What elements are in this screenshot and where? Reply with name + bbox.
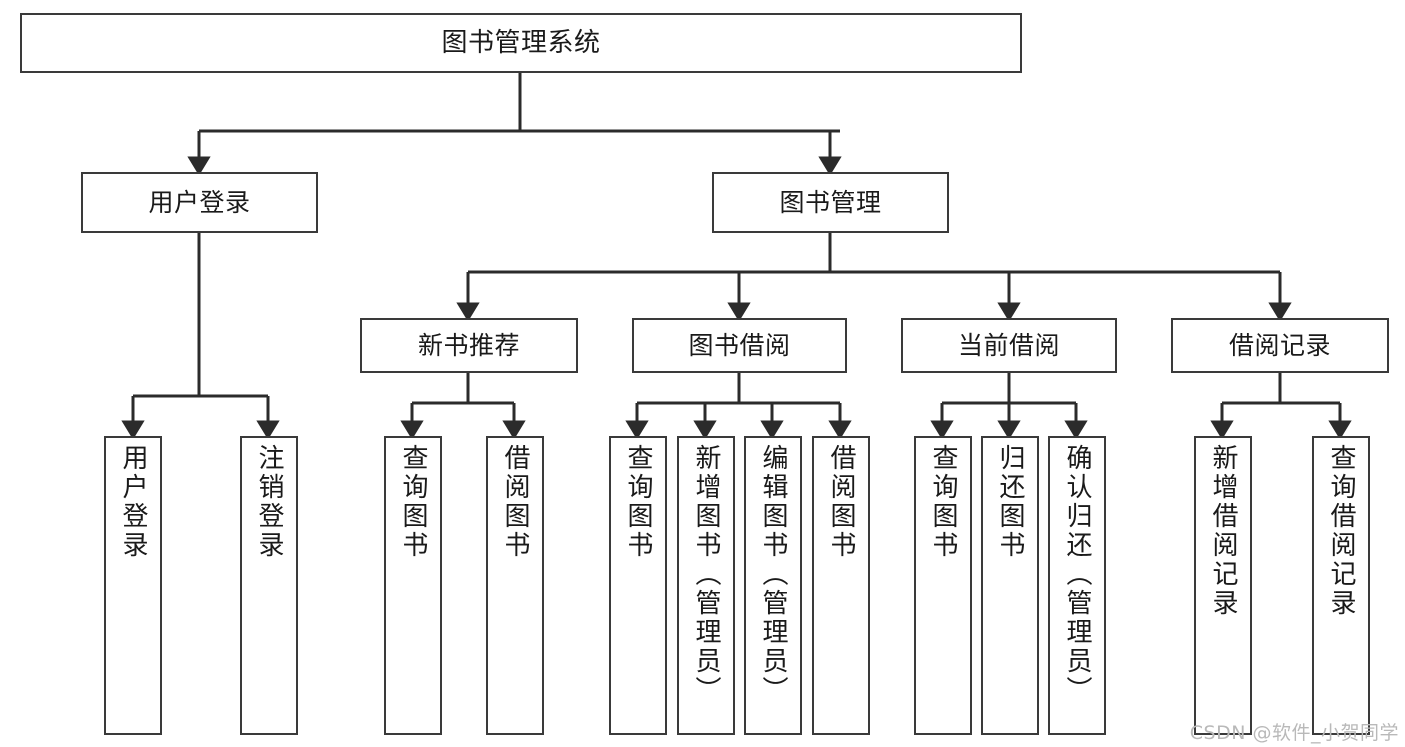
node-current-borrow[interactable]: 当前借阅 <box>901 318 1117 373</box>
node-label: 借阅图书 <box>826 444 856 560</box>
node-label: 查询图书 <box>398 444 428 560</box>
node-root-book-management-system[interactable]: 图书管理系统 <box>20 13 1022 73</box>
node-label: 新书推荐 <box>417 330 520 360</box>
node-label: 新增图书（管理员） <box>691 444 721 705</box>
node-label: 新增借阅记录 <box>1208 444 1238 618</box>
node-label: 图书管理系统 <box>441 27 601 58</box>
node-label: 借阅记录 <box>1228 330 1331 360</box>
leaf-query-book-recommend[interactable]: 查询图书 <box>384 436 442 735</box>
leaf-borrow-book[interactable]: 借阅图书 <box>812 436 870 735</box>
node-label: 查询借阅记录 <box>1326 444 1356 618</box>
leaf-borrow-book-recommend[interactable]: 借阅图书 <box>486 436 544 735</box>
leaf-add-book-admin[interactable]: 新增图书（管理员） <box>677 436 735 735</box>
node-label: 查询图书 <box>928 444 958 560</box>
node-label: 用户登录 <box>118 444 148 560</box>
node-label: 图书管理 <box>779 187 882 217</box>
leaf-confirm-return-admin[interactable]: 确认归还（管理员） <box>1048 436 1106 735</box>
leaf-user-login[interactable]: 用户登录 <box>104 436 162 735</box>
leaf-query-book-current[interactable]: 查询图书 <box>914 436 972 735</box>
node-book-borrow[interactable]: 图书借阅 <box>632 318 847 373</box>
node-label: 归还图书 <box>995 444 1025 560</box>
leaf-add-borrow-record[interactable]: 新增借阅记录 <box>1194 436 1252 735</box>
node-label: 确认归还（管理员） <box>1062 444 1092 705</box>
node-label: 注销登录 <box>254 444 284 560</box>
node-label: 借阅图书 <box>500 444 530 560</box>
node-user-login[interactable]: 用户登录 <box>81 172 318 233</box>
leaf-query-borrow-record[interactable]: 查询借阅记录 <box>1312 436 1370 735</box>
leaf-edit-book-admin[interactable]: 编辑图书（管理员） <box>744 436 802 735</box>
node-book-management[interactable]: 图书管理 <box>712 172 949 233</box>
leaf-query-book-borrow[interactable]: 查询图书 <box>609 436 667 735</box>
node-label: 图书借阅 <box>688 330 791 360</box>
leaf-logout-login[interactable]: 注销登录 <box>240 436 298 735</box>
leaf-return-book[interactable]: 归还图书 <box>981 436 1039 735</box>
node-label: 查询图书 <box>623 444 653 560</box>
node-label: 编辑图书（管理员） <box>758 444 788 705</box>
node-label: 当前借阅 <box>957 330 1060 360</box>
csdn-watermark: CSDN @软件_小贺同学 <box>1189 722 1399 744</box>
node-label: 用户登录 <box>148 187 251 217</box>
node-borrow-record[interactable]: 借阅记录 <box>1171 318 1389 373</box>
node-new-book-recommend[interactable]: 新书推荐 <box>360 318 578 373</box>
